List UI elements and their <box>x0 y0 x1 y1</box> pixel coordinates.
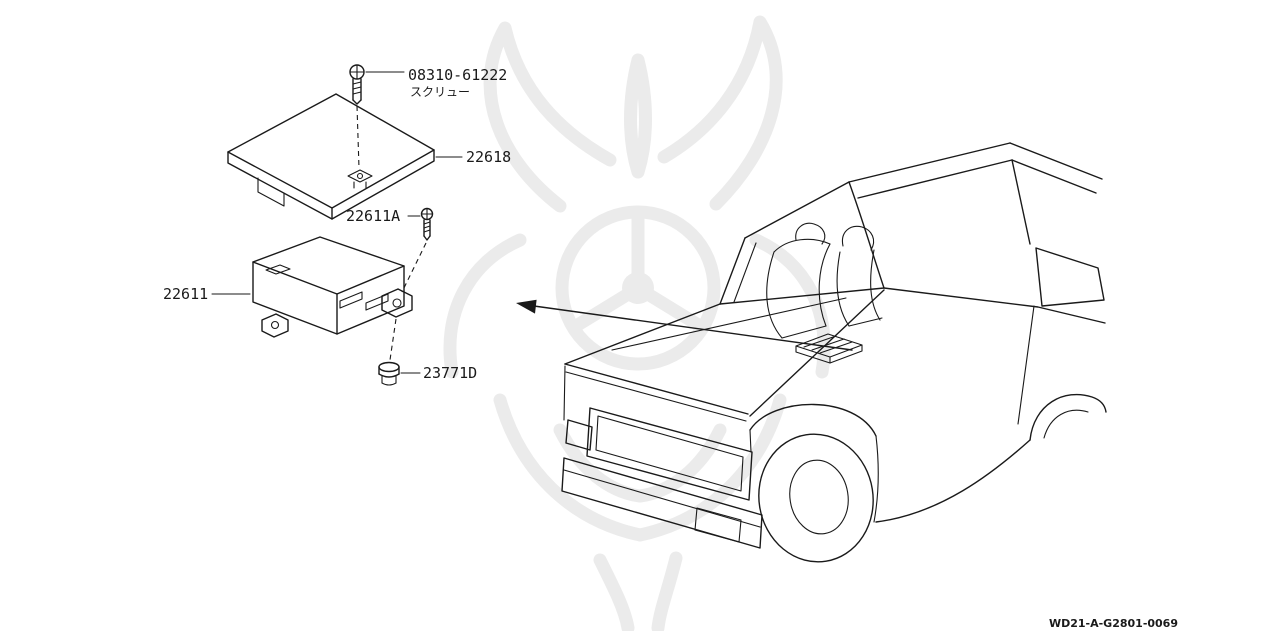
screw-to-cover-axis-line <box>356 105 360 169</box>
screw-08310-drawing <box>349 64 365 169</box>
screw-part-number-label: 08310-61222 <box>408 66 507 84</box>
cover-22618-drawing <box>227 93 435 220</box>
ecu-foot-tab <box>261 313 289 338</box>
grommet-part-number-label: 23771D <box>423 364 477 382</box>
leader-lines <box>211 71 463 374</box>
cover-part-number-label: 22618 <box>466 148 511 166</box>
ecu-mount-bracket <box>381 288 413 318</box>
screw-japanese-name-label: スクリュー <box>410 85 470 99</box>
screw-to-bracket-axis-line <box>401 242 427 293</box>
ecu-22611-drawing <box>252 236 413 338</box>
bracket-to-grommet-axis-line <box>389 318 397 361</box>
truck-drawing <box>561 142 1107 563</box>
location-arrow <box>516 299 853 351</box>
ecu-part-number-label: 22611 <box>163 285 208 303</box>
grommet-23771d-drawing <box>378 318 400 386</box>
watermark-emblem-icon <box>443 15 831 631</box>
ecu-location-detail <box>795 333 863 364</box>
drawing-reference-code: WD21-A-G2801-0069 <box>1049 617 1178 630</box>
screw-22611a-drawing <box>401 207 434 293</box>
bracket-screw-part-number-label: 22611A <box>346 207 400 225</box>
